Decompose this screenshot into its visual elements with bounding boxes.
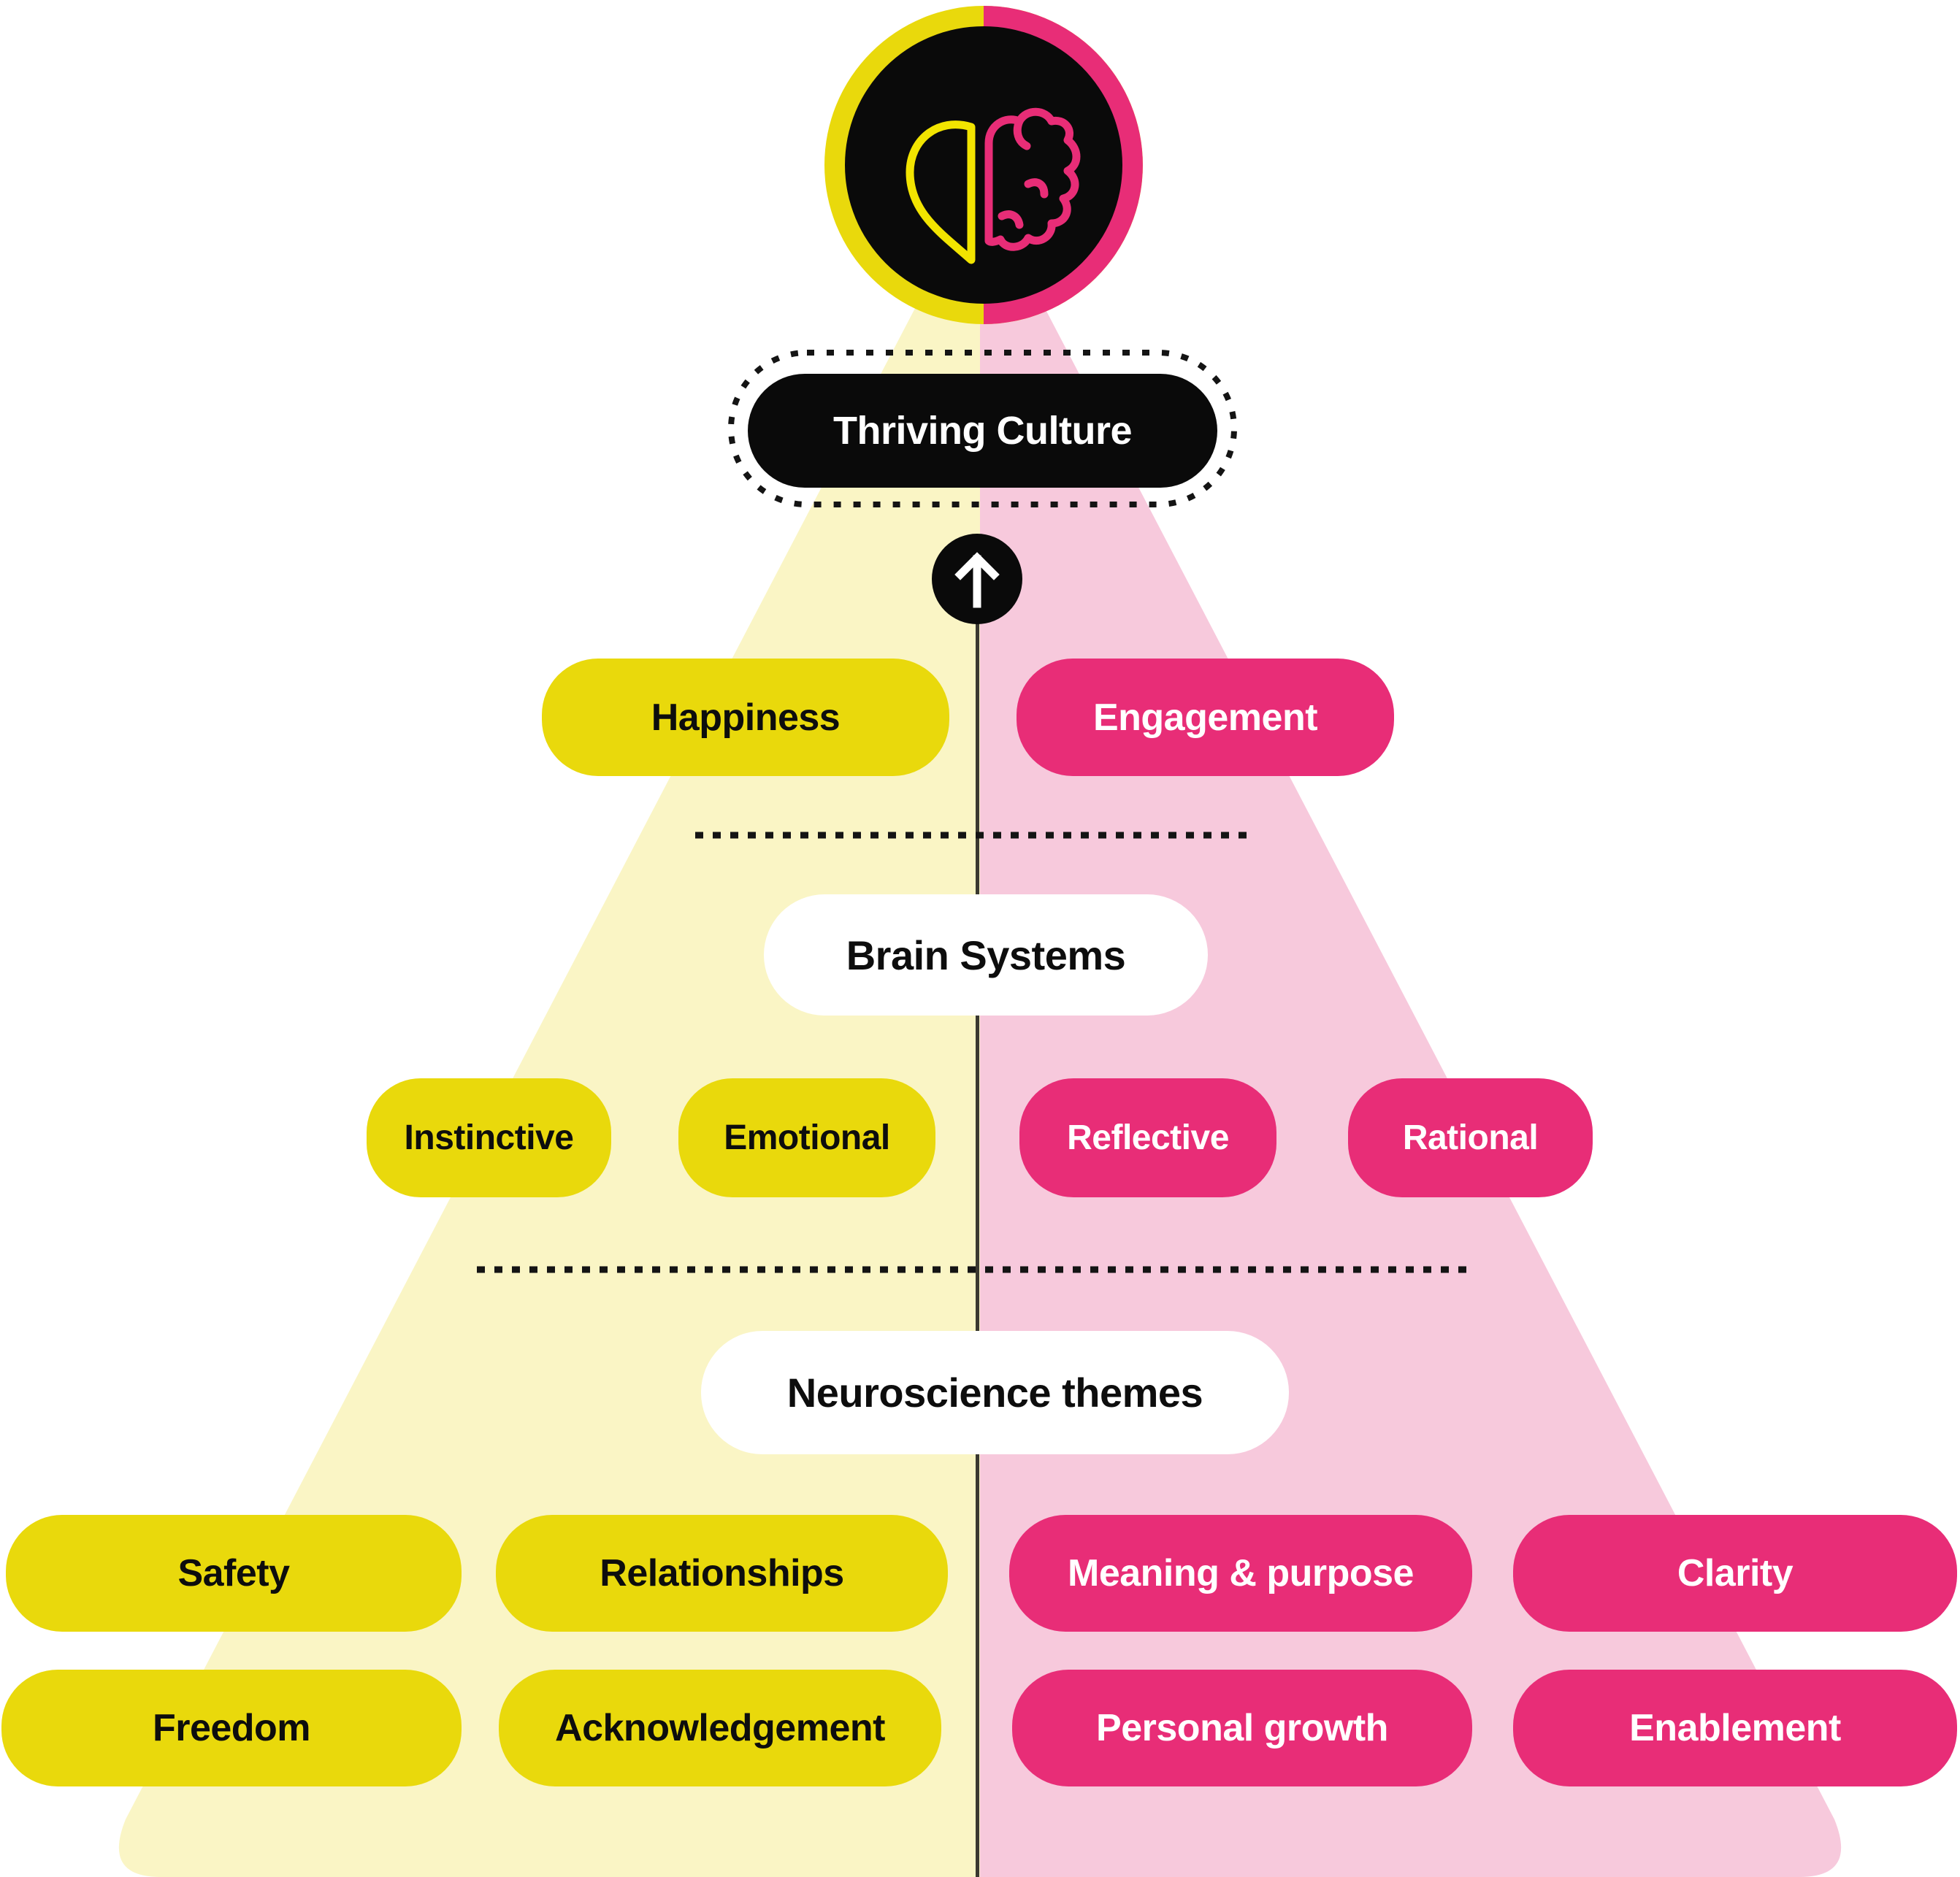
neuroscience-themes-header: Neuroscience themes [701, 1331, 1289, 1454]
pill-rational: Rational [1348, 1078, 1593, 1197]
pill-reflective: Reflective [1019, 1078, 1276, 1197]
pill-label: Engagement [1092, 696, 1318, 739]
pill-label: Emotional [724, 1118, 890, 1157]
pill-label: Rational [1402, 1118, 1539, 1157]
pill-label: Happiness [651, 696, 841, 739]
header-label: Brain Systems [846, 932, 1126, 978]
pill-instinctive: Instinctive [367, 1078, 611, 1197]
pill-clarity: Clarity [1513, 1515, 1957, 1632]
logo-core [845, 26, 1122, 304]
pill-label: Meaning & purpose [1068, 1552, 1414, 1594]
pill-label: Acknowledgement [555, 1707, 885, 1749]
pill-emotional: Emotional [678, 1078, 935, 1197]
pill-label: Safety [177, 1552, 290, 1594]
pill-freedom: Freedom [1, 1670, 462, 1786]
pill-label: Enablement [1629, 1707, 1841, 1749]
half-brain-icon [984, 107, 1081, 251]
half-heart-icon [906, 120, 976, 264]
pill-label: Freedom [152, 1707, 311, 1749]
thriving-culture-badge: Thriving Culture [748, 374, 1217, 488]
pill-label: Clarity [1677, 1552, 1794, 1594]
pill-enablement: Enablement [1513, 1670, 1957, 1786]
pill-safety: Safety [6, 1515, 462, 1632]
header-label: Neuroscience themes [786, 1370, 1203, 1416]
pill-engagement: Engagement [1017, 659, 1394, 776]
pill-personal-growth: Personal growth [1012, 1670, 1472, 1786]
pill-label: Instinctive [404, 1118, 574, 1157]
pill-label: Reflective [1067, 1118, 1229, 1157]
pill-acknowledgement: Acknowledgement [499, 1670, 941, 1786]
center-divider-line [976, 579, 979, 1877]
pill-label: Personal growth [1096, 1707, 1388, 1749]
pill-meaning-purpose: Meaning & purpose [1009, 1515, 1472, 1632]
thriving-culture-label: Thriving Culture [833, 409, 1133, 453]
pill-happiness: Happiness [542, 659, 949, 776]
heart-brain-logo [824, 6, 1143, 324]
pill-relationships: Relationships [496, 1515, 948, 1632]
brain-systems-header: Brain Systems [764, 894, 1208, 1016]
arrow-up-icon [932, 534, 1022, 624]
pill-label: Relationships [600, 1552, 844, 1594]
